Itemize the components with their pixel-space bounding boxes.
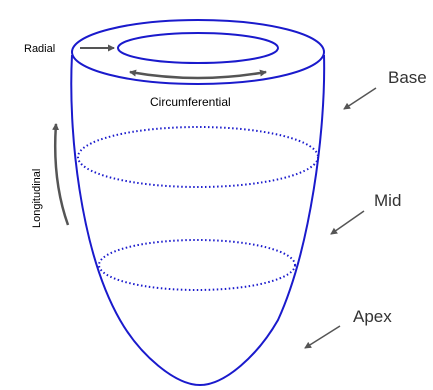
longitudinal-arrow: [52, 123, 70, 226]
mid-arrow: [330, 210, 365, 235]
base-arrow: [343, 87, 377, 110]
base-inner-ellipse: [117, 32, 279, 64]
ventricle-wall: [70, 54, 326, 387]
longitudinal-label: Longitudinal: [31, 169, 43, 228]
apex-label: Apex: [353, 307, 392, 326]
circumferential-arrow: [129, 69, 267, 80]
circumferential-label: Circumferential: [150, 95, 231, 109]
base-label: Base: [388, 68, 427, 87]
apical-section-ellipse: [98, 239, 296, 291]
base-outer-ellipse: [71, 19, 325, 85]
mid-section-ellipse: [77, 126, 319, 188]
apex-arrow: [304, 325, 341, 349]
mid-label: Mid: [374, 191, 401, 210]
radial-label: Radial: [24, 43, 55, 55]
